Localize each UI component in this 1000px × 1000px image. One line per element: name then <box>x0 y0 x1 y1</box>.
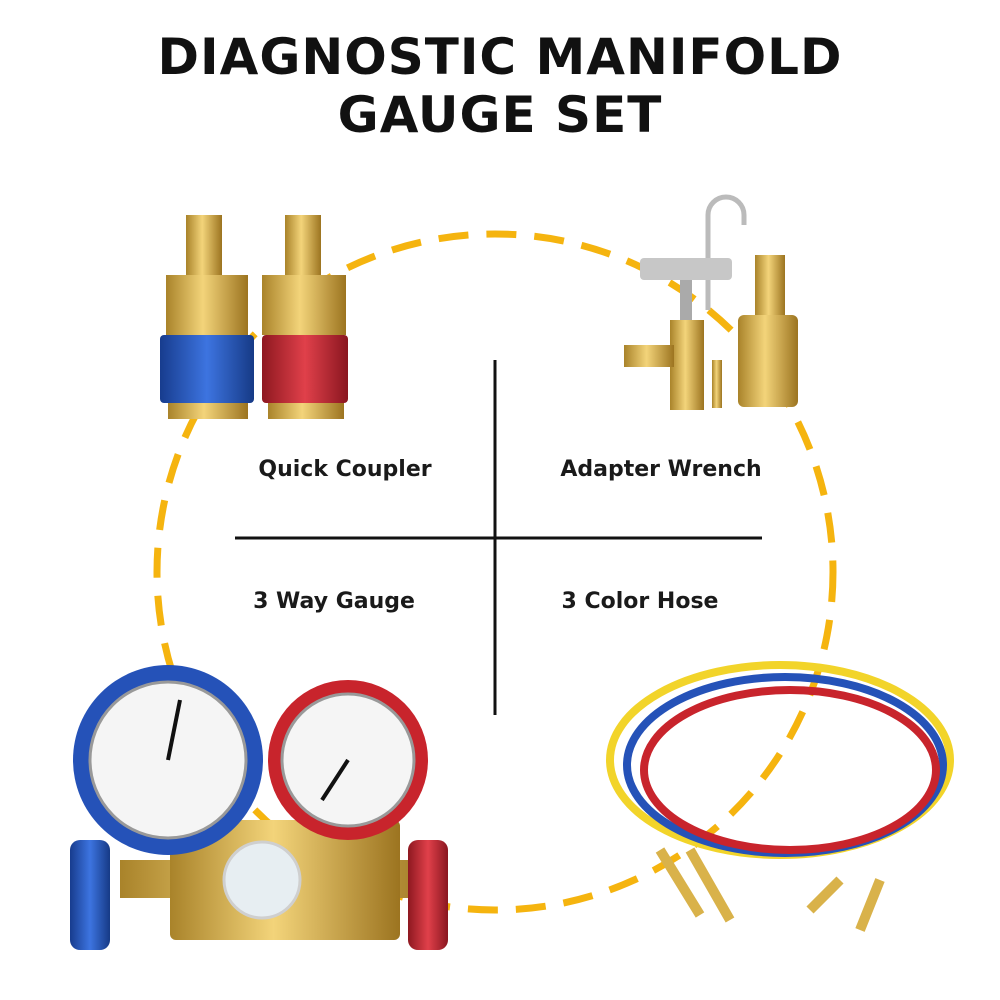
dashed-circle <box>153 230 837 914</box>
hoses <box>606 661 954 932</box>
label-3-way-gauge: 3 Way Gauge <box>253 589 415 614</box>
adapter-wrench <box>624 194 798 410</box>
label-3-color-hose: 3 Color Hose <box>561 589 719 614</box>
quick-coupler-red <box>262 215 348 419</box>
title-line-1: DIAGNOSTIC MANIFOLD <box>157 28 843 86</box>
label-quick-coupler: Quick Coupler <box>258 457 432 482</box>
manifold-gauge <box>70 665 448 950</box>
title-line-2: GAUGE SET <box>337 86 663 144</box>
quick-coupler-blue <box>160 215 254 419</box>
label-adapter-wrench: Adapter Wrench <box>560 457 762 482</box>
